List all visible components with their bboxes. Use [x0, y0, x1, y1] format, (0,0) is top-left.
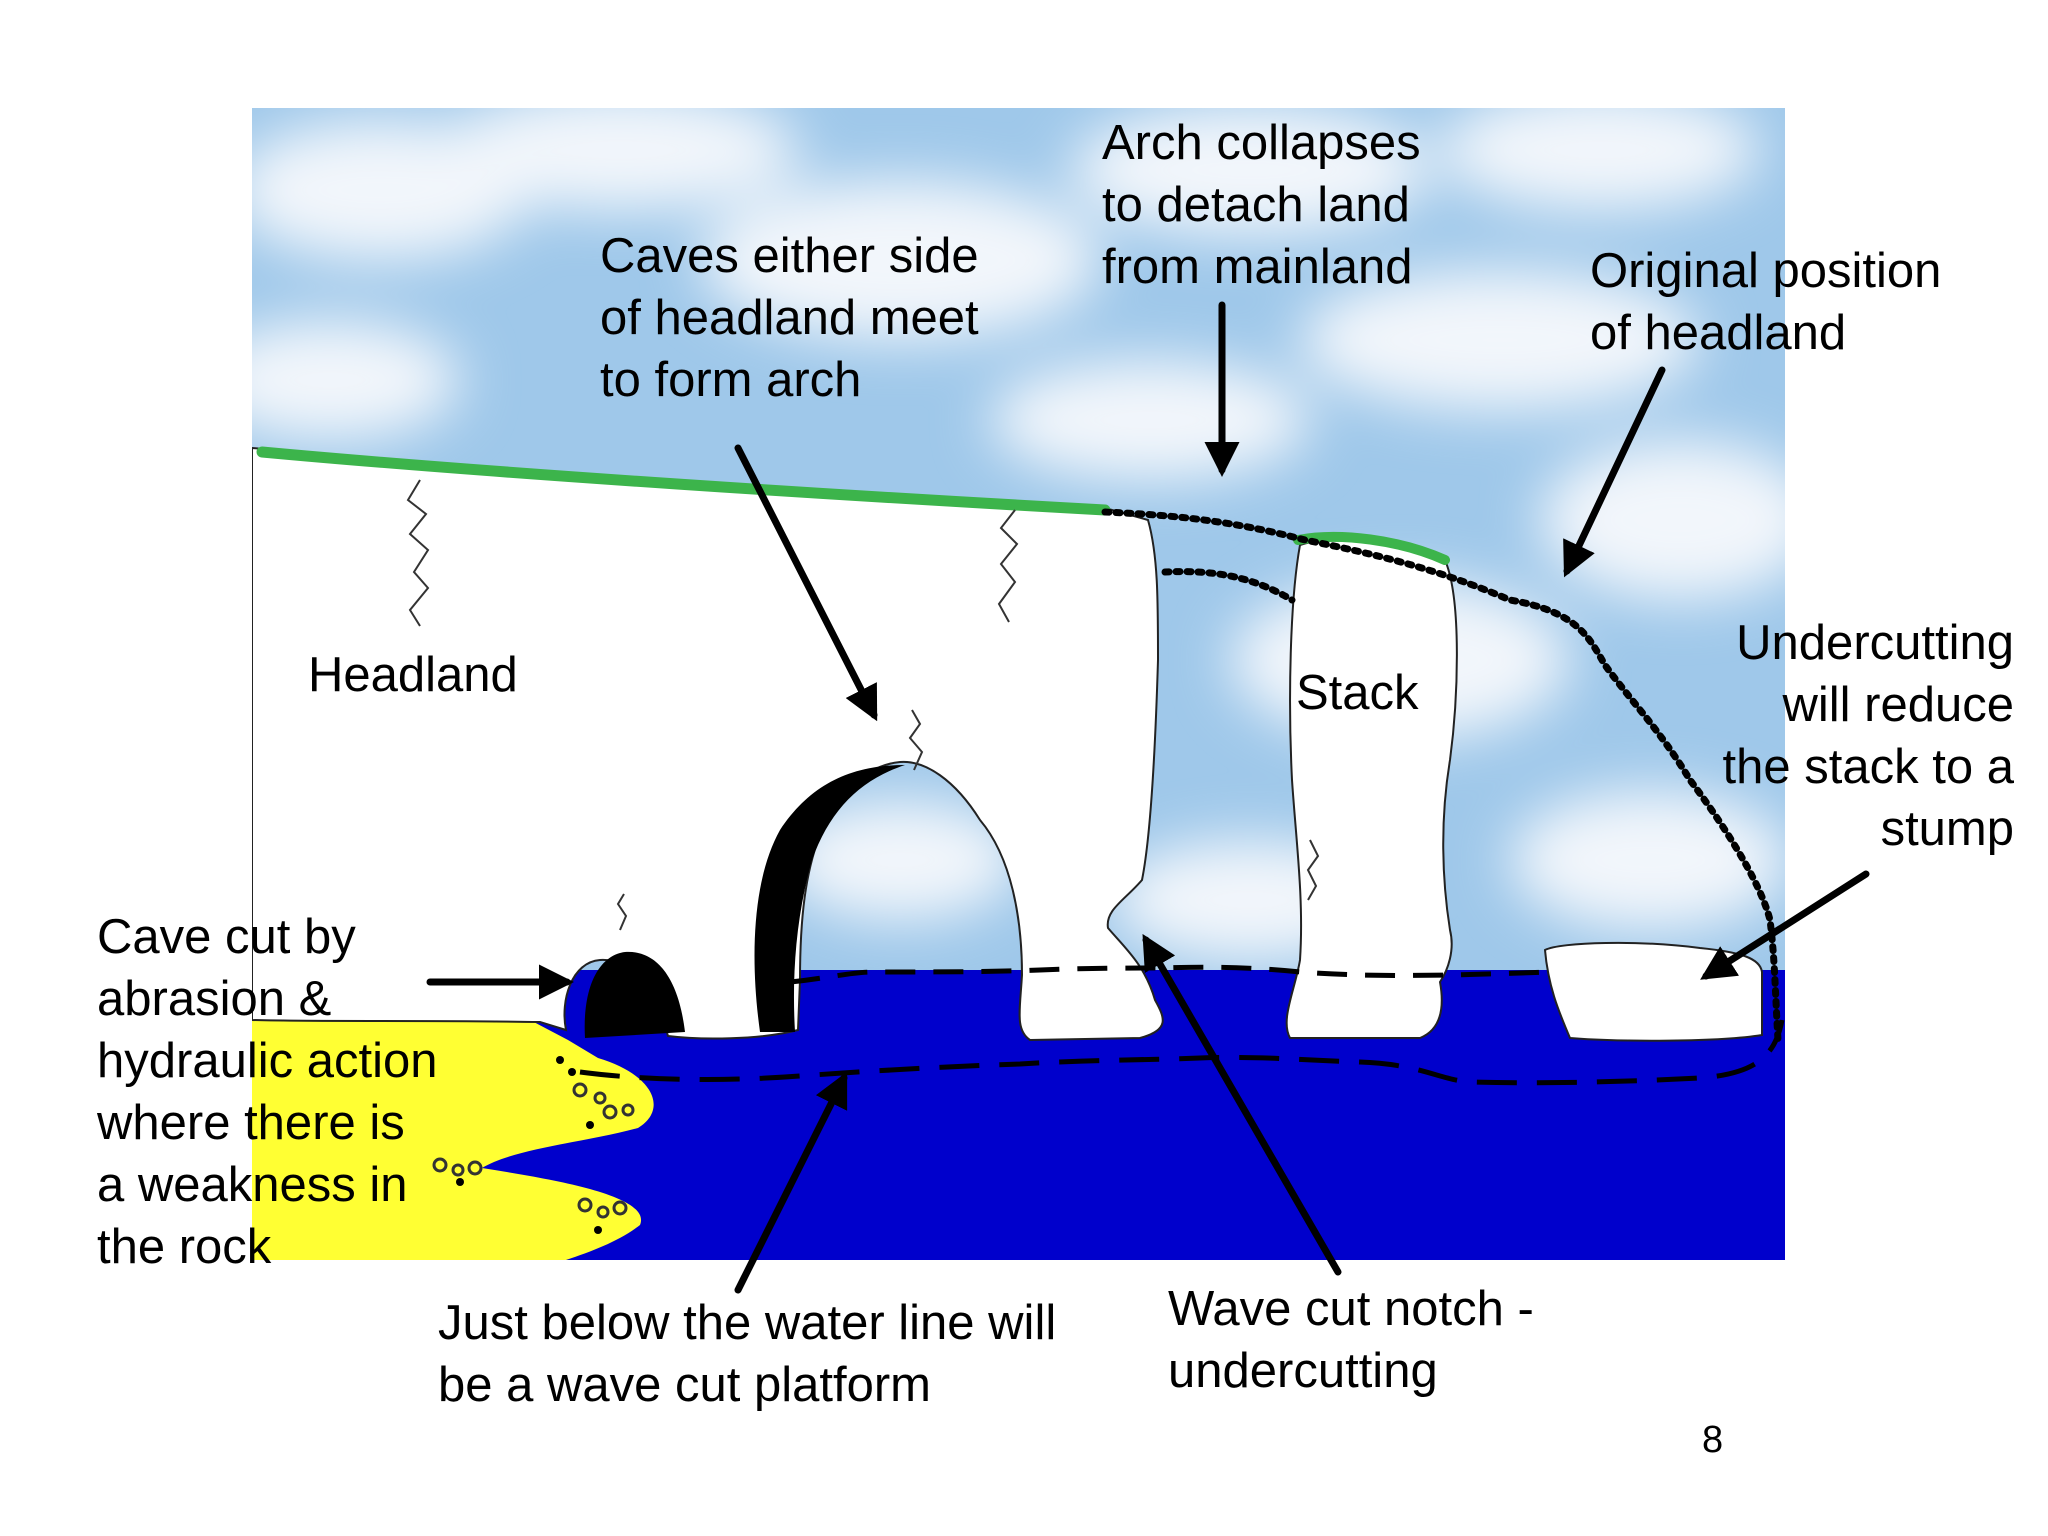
arrows [426, 301, 1870, 1294]
label-wave-cut-notch: Wave cut notch - undercutting [1168, 1282, 1534, 1398]
stack-rock [1285, 539, 1458, 1039]
label-stack: Stack [1296, 666, 1419, 720]
label-cave-cut: Cave cut by abrasion & hydraulic action … [97, 910, 438, 1274]
label-undercutting: Undercutting will reduce the stack to a … [1722, 616, 2014, 856]
cave [584, 951, 685, 1038]
arrow-stump [1700, 870, 1870, 980]
platform-line [579, 1019, 1785, 1086]
label-arch-collapses: Arch collapses to detach land from mainl… [1102, 116, 1421, 294]
pebbles [432, 1082, 635, 1219]
grass-headland [256, 446, 1111, 516]
water-line [789, 964, 1551, 985]
label-caves-meet: Caves either side of headland meet to fo… [600, 229, 979, 407]
label-headland: Headland [308, 648, 518, 702]
grass-stack [1293, 531, 1450, 565]
sand-beach [252, 1017, 654, 1260]
cracks [406, 479, 1320, 931]
arrow-caves-meet [734, 444, 878, 722]
scene [252, 108, 1785, 1260]
arrow-original-position [1563, 366, 1666, 578]
pebble-dots [456, 1056, 602, 1234]
label-wave-cut-platform: Just below the water line will be a wave… [438, 1296, 1057, 1412]
original-headland-outline [1101, 508, 1782, 1044]
arch-roof-outline [1161, 568, 1296, 604]
clouds [252, 108, 1785, 960]
arch-shading [754, 765, 905, 1032]
page-number: 8 [1702, 1419, 1724, 1461]
arrow-notch [1142, 933, 1342, 1276]
label-original-position: Original position of headland [1590, 244, 1942, 360]
arrow-platform [734, 1071, 848, 1294]
